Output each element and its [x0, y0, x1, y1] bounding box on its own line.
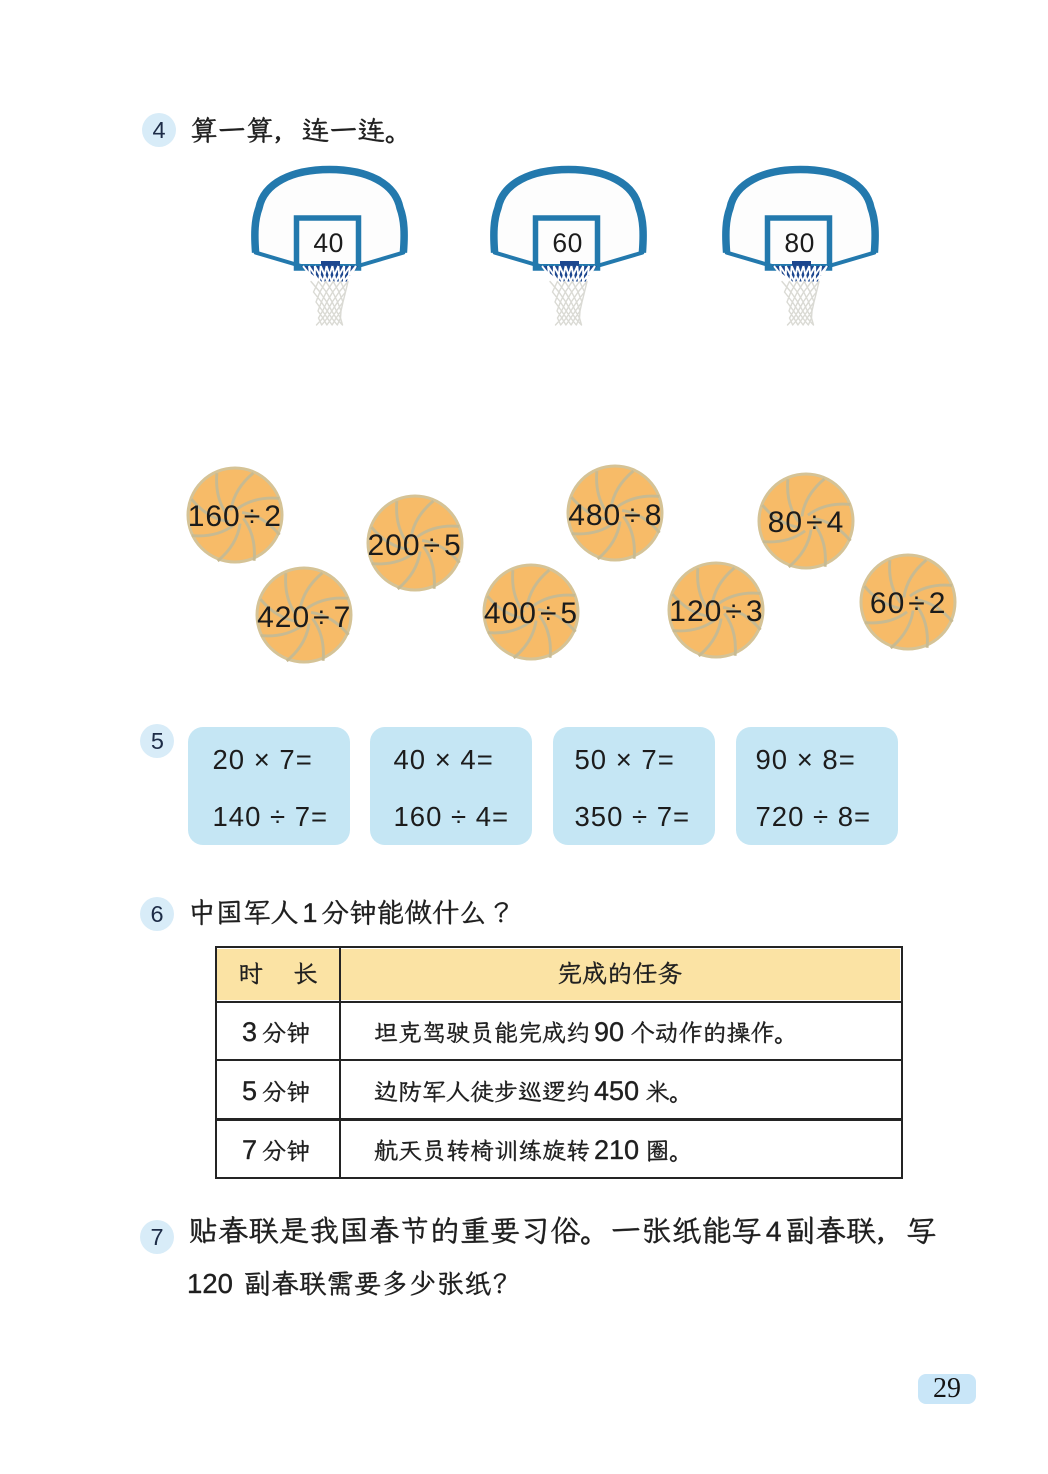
svg-text:80: 80	[784, 228, 814, 258]
svg-text:60: 60	[552, 228, 582, 258]
svg-text:40: 40	[313, 228, 343, 258]
